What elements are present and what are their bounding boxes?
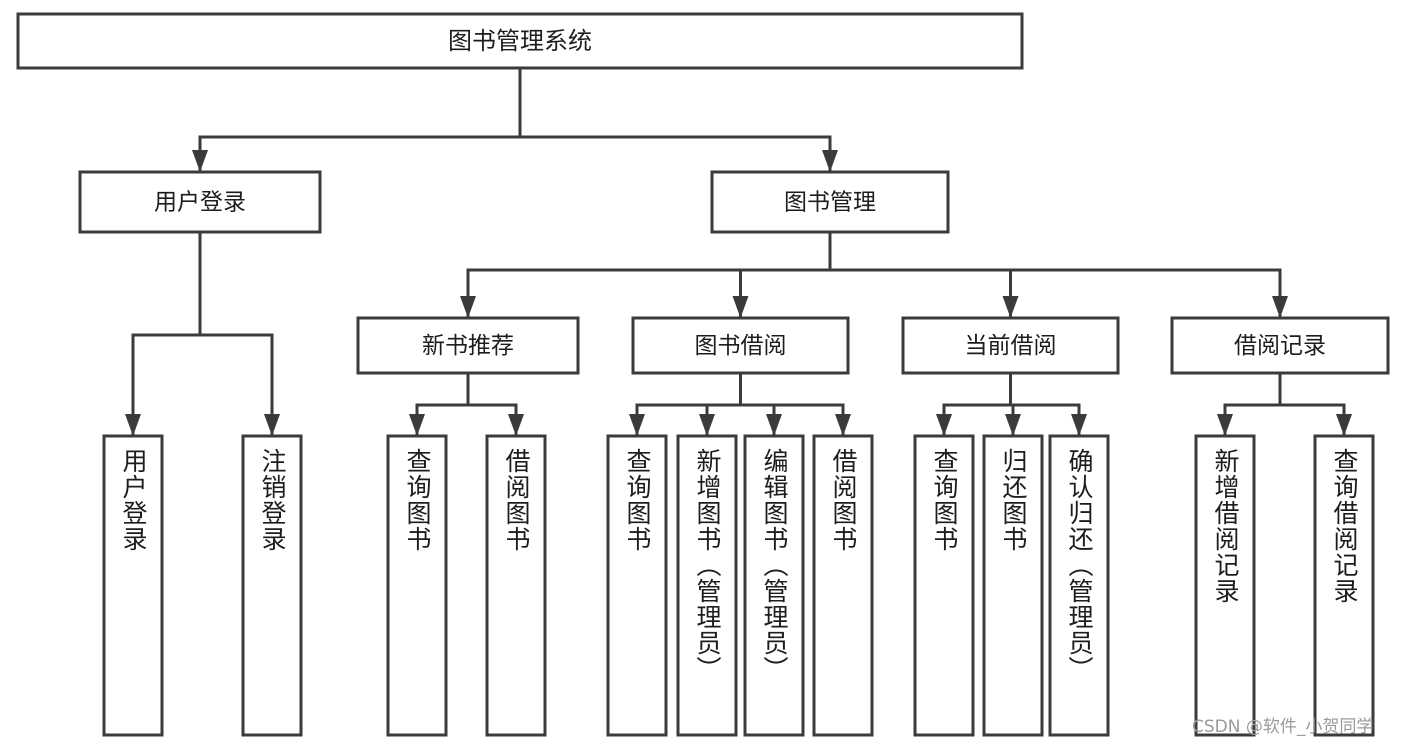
node-box-user-login-leaf[interactable] (102, 434, 164, 737)
arrow-head-book-management-to-book-borrow (732, 296, 749, 318)
node-label-book-borrow: 图书借阅 (695, 333, 787, 359)
arrow-head-book-borrow-to-bb-borrow-book (835, 414, 851, 436)
arrow-head-current-borrow-to-cb-confirm-return (1071, 414, 1087, 436)
arrow-head-book-borrow-to-bb-query-book (629, 414, 645, 436)
watermark-text: CSDN @软件_小贺同学 (1192, 717, 1374, 737)
node-box-current-borrow[interactable] (901, 316, 1120, 375)
node-label-user-login: 用户登录 (154, 190, 246, 216)
arrow-head-book-management-to-current-borrow (1002, 296, 1019, 318)
node-box-book-borrow[interactable] (631, 316, 850, 375)
arrow-head-borrow-record-to-br-add-record (1217, 414, 1233, 436)
node-box-layer (16, 12, 1390, 737)
node-box-root[interactable] (16, 12, 1024, 70)
node-box-bb-borrow-book[interactable] (812, 434, 874, 737)
node-box-cb-confirm-return[interactable] (1048, 434, 1110, 737)
connector-layer (125, 66, 1352, 437)
node-box-bb-query-book[interactable] (606, 434, 668, 737)
arrow-head-user-login-to-user-logout-leaf (264, 414, 280, 436)
arrow-head-book-borrow-to-bb-edit-book (766, 414, 782, 436)
arrow-head-borrow-record-to-br-query-record (1336, 414, 1352, 436)
arrow-head-user-login-to-user-login-leaf (125, 414, 141, 436)
node-label-borrow-record: 借阅记录 (1234, 333, 1326, 359)
arrow-head-current-borrow-to-cb-return-book (1005, 414, 1021, 436)
arrow-head-book-borrow-to-bb-add-book (699, 414, 715, 436)
node-box-new-book-recommend[interactable] (356, 316, 580, 375)
node-box-br-query-record[interactable] (1313, 434, 1375, 737)
node-box-nbr-query-book[interactable] (386, 434, 448, 737)
node-box-cb-return-book[interactable] (982, 434, 1044, 737)
node-label-current-borrow: 当前借阅 (965, 333, 1057, 359)
node-box-br-add-record[interactable] (1194, 434, 1256, 737)
arrow-head-new-book-recommend-to-nbr-query-book (409, 414, 425, 436)
node-box-bb-add-book[interactable] (676, 434, 738, 737)
arrow-head-book-management-to-borrow-record (1272, 296, 1288, 318)
node-label-root: 图书管理系统 (448, 27, 592, 55)
arrow-head-root-to-user-login (192, 150, 208, 172)
node-label-new-book-recommend: 新书推荐 (422, 333, 514, 359)
arrow-head-new-book-recommend-to-nbr-borrow-book (508, 414, 524, 436)
node-label-book-management: 图书管理 (784, 190, 876, 216)
arrow-head-book-management-to-new-book-recommend (460, 296, 476, 318)
node-box-borrow-record[interactable] (1170, 316, 1390, 375)
arrow-head-root-to-book-management (822, 150, 838, 172)
node-box-nbr-borrow-book[interactable] (485, 434, 547, 737)
node-box-user-login[interactable] (78, 170, 322, 234)
node-box-user-logout-leaf[interactable] (241, 434, 303, 737)
node-box-cb-query-book[interactable] (913, 434, 975, 737)
arrow-head-current-borrow-to-cb-query-book (936, 414, 952, 436)
node-box-bb-edit-book[interactable] (743, 434, 805, 737)
node-box-book-management[interactable] (710, 170, 950, 234)
